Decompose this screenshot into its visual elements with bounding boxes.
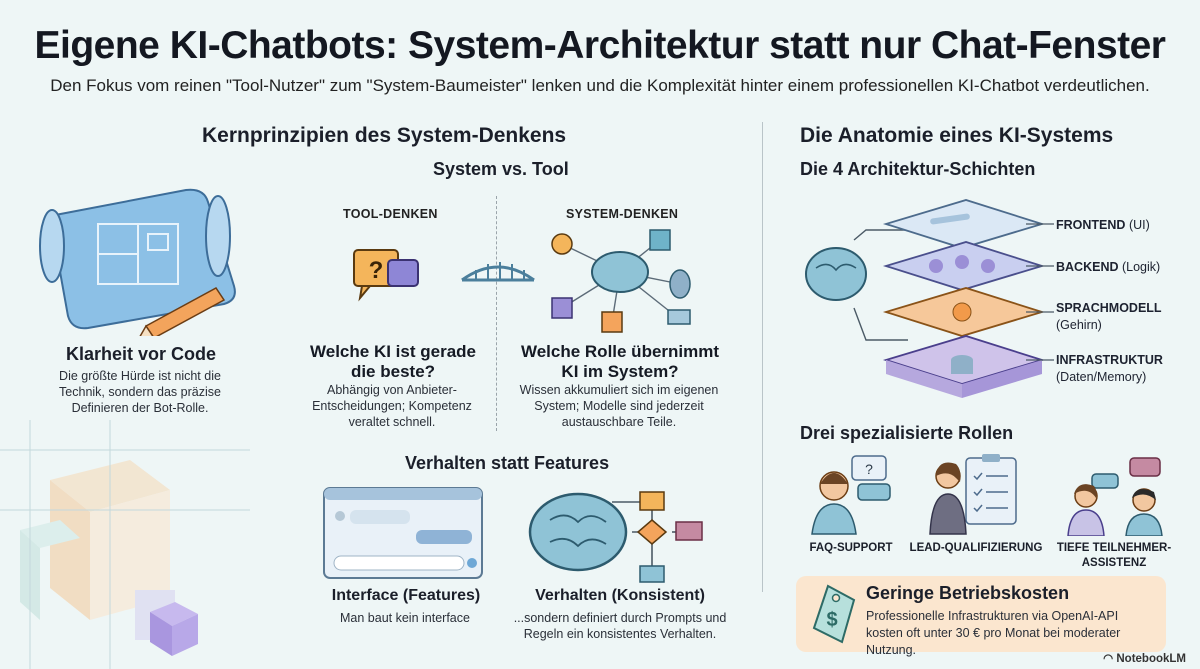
tool-thinking-label: TOOL-DENKEN [343,207,438,221]
cost-text: Professionelle Infrastrukturen via OpenA… [866,609,1121,657]
system-question: Welche Rolle übernimmt KI im System? [520,342,720,381]
svg-text:$: $ [826,609,837,631]
lead-qualification-icon [929,454,1017,535]
system-vs-tool-title: System vs. Tool [433,159,569,179]
column-divider [762,122,763,592]
role-faq-support: FAQ-SUPPORT [809,542,893,554]
section-title-principles: Kernprinzipien des System-Denkens [202,124,567,147]
tool-question: Welche KI ist gerade die beste? [310,342,476,381]
role-participant-assistance: TIEFE TEILNEHMER-ASSISTENZ [1056,542,1172,569]
svg-text:?: ? [865,461,873,477]
brain-flowchart-icon [528,491,703,583]
interface-title: Interface (Features) [331,587,481,604]
svg-text:?: ? [369,257,384,284]
behavior-title: Verhalten statt Features [405,453,610,473]
participant-assistance-icon [1067,457,1163,536]
tool-text: Abhängig von Anbieter-Entscheidungen; Ko… [312,383,472,429]
page-title: Eigene KI-Chatbots: System-Architektur s… [34,24,1167,67]
purple-cube-icon [150,602,198,656]
layer-backend [882,241,1046,291]
roles-title: Drei spezialisierte Rollen [800,423,1014,443]
layer-label-backend: BACKEND (Logik) [1056,260,1161,274]
system-text: Wissen akkumuliert sich im eigenen Syste… [519,383,719,429]
notebooklm-logo: ◠ NotebookLM [1103,653,1186,665]
clarity-text: Die größte Hürde ist nicht die Technik, … [59,369,221,415]
layer-frontend [882,199,1046,249]
question-chat-icon: ? [353,249,419,302]
pencil-icon [139,287,226,336]
architecture-layers-diagram [805,199,1054,398]
notebooklm-logo-icon: ◠ [1103,653,1117,665]
interface-text: Man baut kein interface [340,611,470,625]
clarity-title: Klarheit vor Code [65,344,217,364]
layer-label-infrastructure: INFRASTRUKTUR(Daten/Memory) [1056,353,1163,384]
cost-title: Geringe Betriebskosten [866,583,1070,603]
consistent-title: Verhalten (Konsistent) [535,587,705,604]
layer-label-language-model: SPRACHMODELL(Gehirn) [1056,301,1162,332]
layers-title: Die 4 Architektur-Schichten [800,159,1036,179]
cost-box [796,576,1166,652]
page-subtitle: Den Fokus vom reinen "Tool-Nutzer" zum "… [50,76,1150,95]
blueprint-icon [39,188,236,336]
layer-infrastructure [882,335,1046,398]
system-thinking-label: SYSTEM-DENKEN [566,207,679,221]
role-lead-qualification: LEAD-QUALIFIZIERUNG [909,542,1043,554]
background-cubes-decoration [0,420,250,669]
price-tag-icon: $ [812,584,856,644]
tool-system-divider [496,196,497,431]
section-title-anatomy: Die Anatomie eines KI-Systems [800,124,1114,147]
brain-icon [805,247,867,301]
chat-interface-window-icon [323,487,483,579]
consistent-text: ...sondern definiert durch Prompts und R… [513,611,727,641]
layer-language-model [882,287,1046,337]
layer-label-frontend: FRONTEND (UI) [1056,218,1150,232]
support-agent-icon: ? [811,455,891,535]
system-network-icon [551,229,691,333]
bridge-icon [461,262,535,282]
